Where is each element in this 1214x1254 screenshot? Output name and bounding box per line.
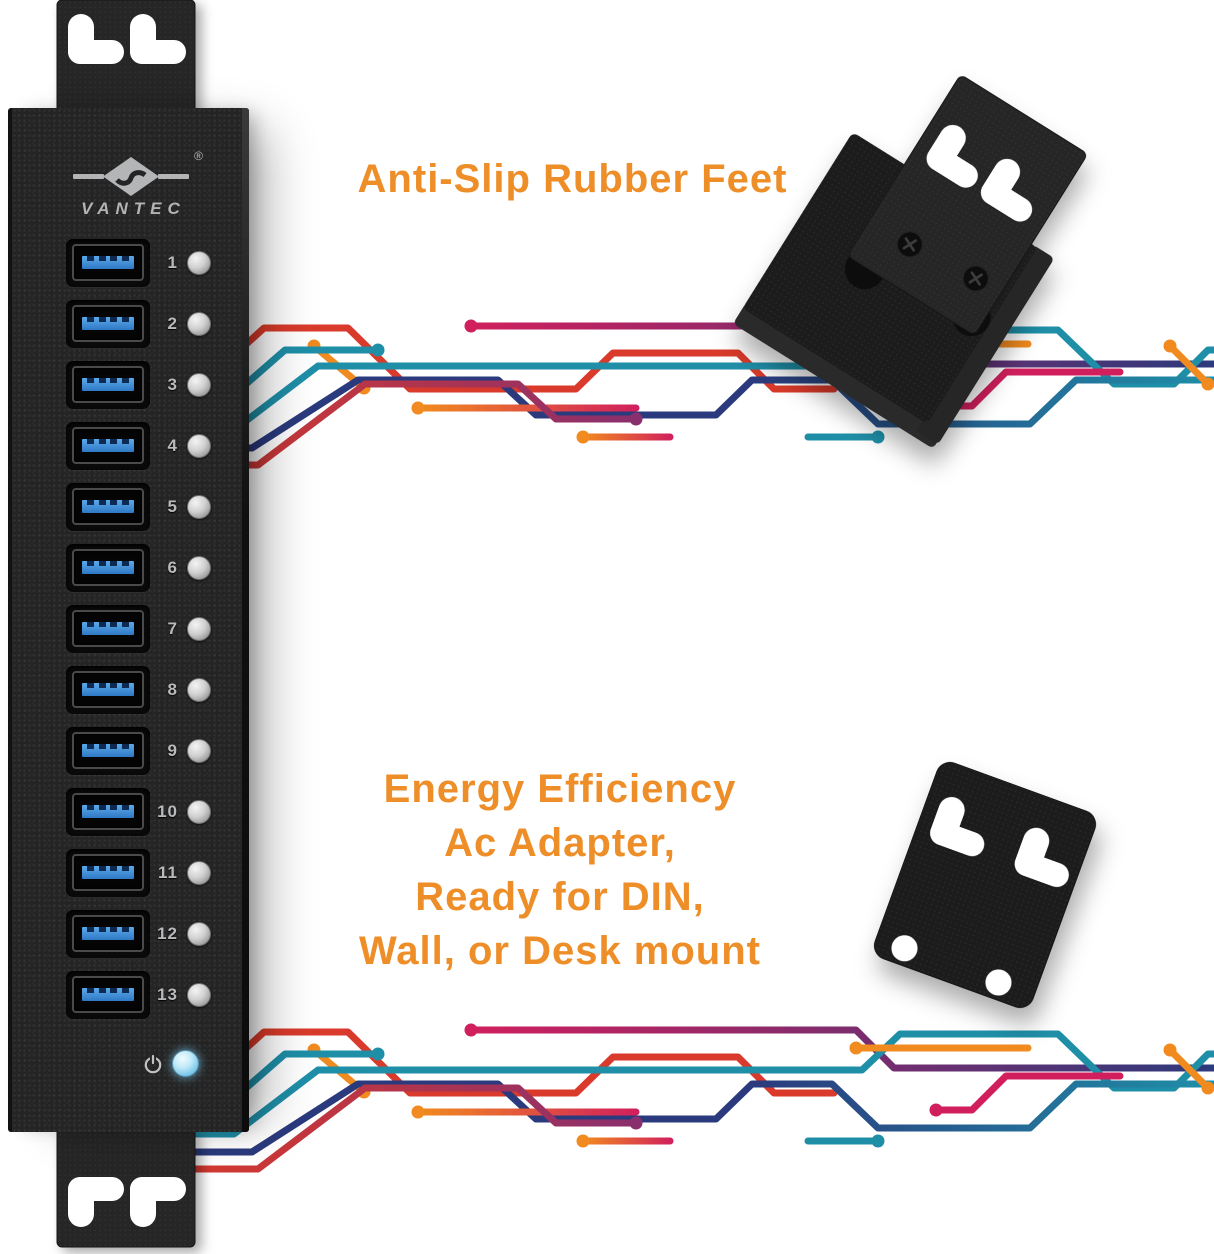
usb-port [66,848,150,897]
power-led [172,1050,199,1077]
port-row: 9 [12,720,249,781]
usb-port [66,909,150,958]
port-row: 6 [12,537,249,598]
port-number-label: 4 [167,435,178,455]
hub-side-face [917,246,1053,443]
port-number-label: 2 [167,313,178,333]
port-led [187,616,211,641]
port-number-label: 6 [167,557,178,577]
usb-port [66,970,150,1019]
usb-port [66,665,150,714]
usb-port [66,787,150,836]
usb-port [66,482,150,531]
vantec-logo-icon [72,157,189,196]
usb-port [66,360,150,409]
port-led [187,555,211,580]
port-row: 11 [12,842,249,903]
port-led [187,250,211,275]
port-led [187,372,211,397]
port-row: 8 [12,659,249,720]
usb-port [66,421,150,470]
port-number-label: 13 [157,984,178,1004]
port-number-label: 5 [167,496,178,516]
port-led [187,921,211,946]
port-led [187,494,211,519]
caption-energy-line1: Energy Efficiency [383,767,737,811]
power-icon [144,1053,162,1073]
port-number-label: 9 [167,740,178,760]
port-row: 10 [12,781,249,842]
hub-back-with-bracket [734,76,1087,447]
port-led [187,799,211,824]
hub-top-bracket [56,0,196,113]
usb-port [66,604,150,653]
port-number-label: 7 [167,618,178,638]
usb-port [66,238,150,287]
screw-hole [985,969,1012,996]
usb-hub-device: ® VANTEC 1 2 3 4 [8,108,249,1132]
hub-bottom-bracket [56,1127,196,1248]
caption-energy: Energy Efficiency Ac Adapter, Ready for … [268,762,852,978]
port-row: 2 [12,293,249,354]
port-led [187,860,211,885]
hub-side-face [734,303,945,447]
port-led [187,677,211,702]
port-row: 3 [12,354,249,415]
port-row: 4 [12,415,249,476]
port-row: 13 [12,964,249,1025]
port-number-label: 3 [167,374,178,394]
port-number-label: 12 [157,923,178,943]
port-led [187,738,211,763]
port-column: 1 2 3 4 5 [12,232,249,1025]
port-row: 1 [12,232,249,293]
mounting-plate [873,761,1097,1009]
caption-anti-slip: Anti-Slip Rubber Feet [357,157,788,201]
screw-hole [891,935,918,962]
usb-port [66,299,150,348]
port-led [187,982,211,1007]
attached-bracket [848,76,1087,334]
caption-energy-line4: Wall, or Desk mount [358,929,761,973]
port-number-label: 1 [167,252,178,272]
port-led [187,433,211,458]
port-row: 12 [12,903,249,964]
usb-port [66,726,150,775]
port-row: 7 [12,598,249,659]
port-number-label: 8 [167,679,178,699]
port-led [187,311,211,336]
port-row: 5 [12,476,249,537]
caption-energy-line2: Ac Adapter, [444,821,676,865]
port-number-label: 11 [158,862,178,882]
registered-mark: ® [194,149,203,163]
port-number-label: 10 [157,801,178,821]
brand-label: VANTEC [81,199,186,218]
usb-port [66,543,150,592]
circuit-traces-bottom [168,1024,1214,1170]
vantec-logo: ® VANTEC [12,150,249,219]
caption-energy-line3: Ready for DIN, [415,875,705,919]
circuit-traces-top [168,320,1214,466]
power-row [12,1050,249,1077]
